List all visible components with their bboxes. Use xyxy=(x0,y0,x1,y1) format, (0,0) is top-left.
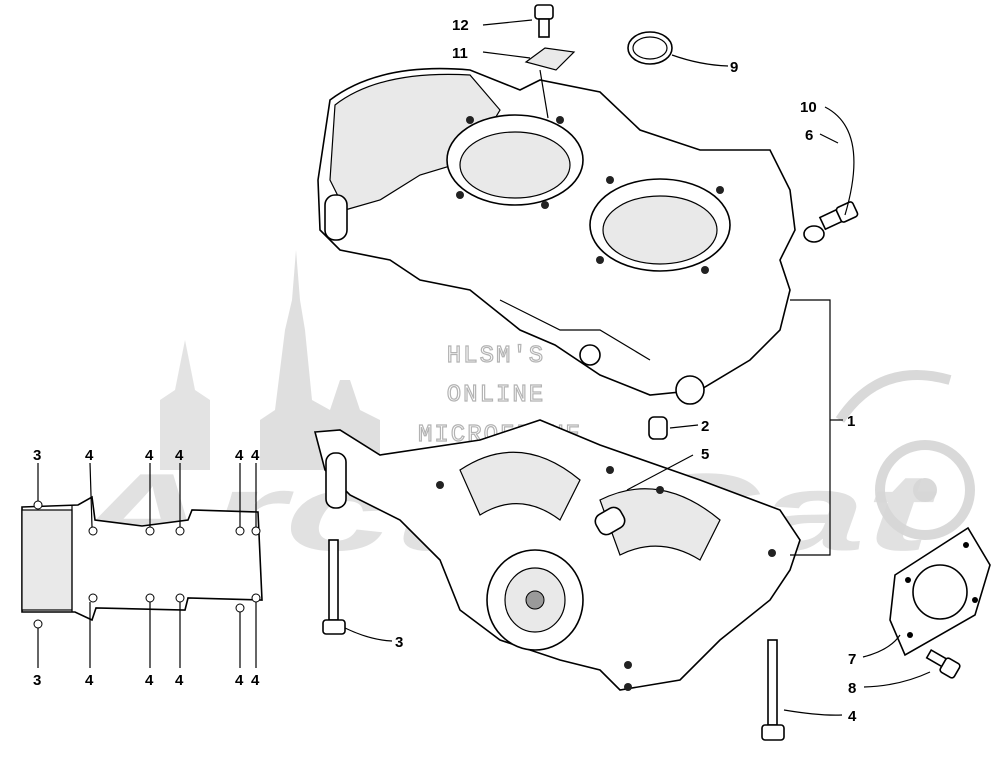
callout-5: 5 xyxy=(701,446,709,463)
gasket-7 xyxy=(889,526,991,657)
inset-callout-top-4c: 4 xyxy=(175,447,184,464)
bolt-4 xyxy=(761,639,785,741)
inset-callout-bottom-4a: 4 xyxy=(85,672,94,689)
bolt-8 xyxy=(925,648,961,679)
dowel-5 xyxy=(594,506,626,536)
callout-12: 12 xyxy=(452,17,469,34)
callout-9: 9 xyxy=(730,59,738,76)
inset-callout-bottom-4c: 4 xyxy=(175,672,184,689)
bolt-3 xyxy=(322,539,346,635)
watermark-line-2: ONLINE xyxy=(447,382,545,409)
lower-crankcase xyxy=(313,419,801,691)
leader-lines xyxy=(344,19,931,716)
callout-8: 8 xyxy=(848,680,856,697)
inset-callout-top-4d: 4 xyxy=(235,447,244,464)
inset-callout-top-4e: 4 xyxy=(251,447,260,464)
upper-crankcase xyxy=(317,67,796,405)
bolt-12 xyxy=(534,4,554,38)
callout-4-bolt: 4 xyxy=(848,708,857,725)
inset-callout-top-4b: 4 xyxy=(145,447,154,464)
callout-11: 11 xyxy=(452,45,468,62)
inset-callout-bottom-4b: 4 xyxy=(145,672,154,689)
dowel-2 xyxy=(648,416,668,440)
callout-10: 10 xyxy=(800,99,817,116)
inset-callout-top-4a: 4 xyxy=(85,447,94,464)
callout-6: 6 xyxy=(805,127,813,144)
bolt-10 xyxy=(818,201,859,231)
callout-2: 2 xyxy=(701,418,709,435)
watermark-line-1: HLSM'S xyxy=(447,343,545,370)
inset-callout-bottom-4e: 4 xyxy=(251,672,260,689)
inset-callout-bottom-4d: 4 xyxy=(235,672,244,689)
callout-3-bolt: 3 xyxy=(395,634,403,651)
callout-labels: 12 11 9 10 6 1 2 5 3 7 8 4 3 4 4 4 4 4 3… xyxy=(33,17,857,725)
plate-11 xyxy=(524,47,576,71)
inset-crankcase-outline xyxy=(21,462,263,668)
callout-1: 1 xyxy=(847,413,855,430)
washer-6 xyxy=(803,225,825,243)
inset-callout-bottom-3: 3 xyxy=(33,672,41,689)
inset-callout-top-3: 3 xyxy=(33,447,41,464)
callout-7: 7 xyxy=(848,651,856,668)
